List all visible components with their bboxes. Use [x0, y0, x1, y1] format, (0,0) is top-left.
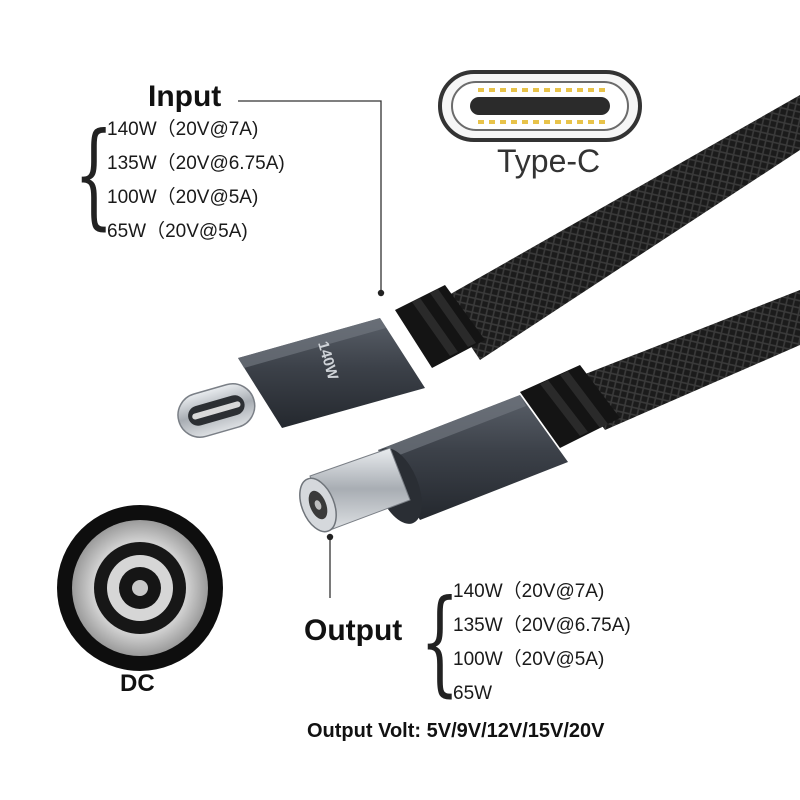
output-spec-item: 100W（20V@5A) — [453, 649, 605, 670]
input-spec-item: 100W（20V@5A) — [107, 187, 259, 208]
type-c-cable — [395, 95, 800, 368]
output-title: Output — [304, 614, 403, 647]
type-c-plug: 140W — [177, 318, 425, 438]
output-volt-values: 5V/9V/12V/15V/20V — [426, 720, 605, 742]
output-spec-item: 65W — [453, 683, 493, 704]
output-spec-item: 140W（20V@7A) — [453, 581, 605, 602]
dc-connector-face-icon — [57, 505, 223, 671]
output-leader-line — [326, 533, 334, 598]
input-spec-item: 135W（20V@6.75A) — [107, 153, 285, 174]
output-spec-item: 135W（20V@6.75A) — [453, 615, 631, 636]
output-volt-line: Output Volt: 5V/9V/12V/15V/20V — [307, 720, 605, 743]
dc-cable — [520, 290, 800, 448]
input-brace: { — [74, 106, 114, 242]
type-c-port-icon — [438, 70, 642, 142]
type-c-label: Type-C — [497, 143, 601, 179]
input-spec-item: 140W（20V@7A) — [107, 119, 259, 140]
dc-label: DC — [120, 670, 155, 697]
output-spec-list: 140W（20V@7A) 135W（20V@6.75A) 100W（20V@5A… — [453, 575, 631, 711]
output-brace: { — [420, 573, 460, 709]
input-spec-item: 65W（20V@5A) — [107, 221, 248, 242]
dc-plug — [299, 395, 568, 533]
input-leader-line — [238, 100, 385, 297]
output-volt-label: Output Volt: — [307, 720, 422, 742]
input-title: Input — [148, 80, 222, 113]
input-spec-list: 140W（20V@7A) 135W（20V@6.75A) 100W（20V@5A… — [107, 113, 285, 249]
